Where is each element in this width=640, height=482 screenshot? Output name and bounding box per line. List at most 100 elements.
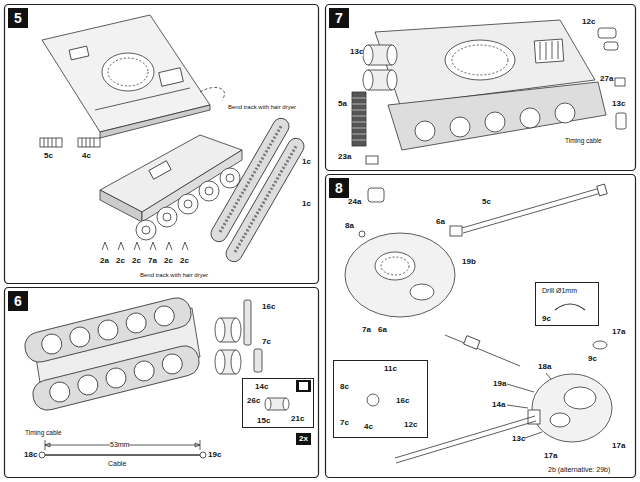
callout-number: 15c: [257, 417, 270, 425]
turret-assembly: [564, 387, 596, 409]
lower-hull: [220, 168, 240, 188]
hull-with-tracks: [30, 343, 202, 413]
callout-label: 13c: [612, 100, 625, 108]
fuel-drum: [265, 398, 271, 410]
callout-label: Bend track with hair dryer: [140, 272, 208, 278]
hull-with-tracks: [48, 380, 72, 404]
hull-assembly: [366, 156, 378, 164]
callout-label: 9c: [588, 355, 597, 363]
step-number: 6: [8, 291, 28, 311]
lower-hull: [100, 190, 142, 222]
step-label: 5: [14, 11, 22, 25]
hull-assembly: [388, 82, 606, 150]
turret-assembly: [445, 335, 520, 366]
callout-label: Cable: [108, 460, 126, 467]
turret-assembly: [368, 188, 384, 202]
cable-dimension: [200, 452, 206, 458]
hull-with-tracks: [160, 352, 184, 376]
callout-label: 2c: [180, 257, 189, 265]
hull-top-plate: [102, 53, 154, 91]
callout-number: 12c: [404, 421, 417, 429]
callout-label: 18a: [538, 363, 551, 371]
lower-hull: [157, 207, 177, 227]
turret-assembly: [345, 233, 455, 317]
callout-label: 4c: [82, 152, 91, 160]
hull-top-plate: [82, 138, 94, 147]
hull-top-plate: [40, 15, 225, 147]
lower-hull: [226, 174, 234, 182]
step-number: 7: [329, 8, 349, 28]
hull-top-plate: [95, 88, 190, 110]
turret-assembly: [464, 336, 480, 350]
callout-label: 53mm: [110, 441, 129, 448]
hull-assembly: [598, 28, 616, 38]
quantity-label: 2x: [299, 382, 308, 390]
turret-assembly: [550, 413, 570, 427]
hull-with-tracks: [30, 343, 202, 413]
callout-label: 6a: [436, 218, 445, 226]
turret-assembly: [367, 394, 379, 406]
fuel-drum: [231, 350, 241, 374]
callout-label: 2b (alternative: 29b): [548, 466, 610, 473]
lower-hull: [199, 181, 219, 201]
hull-assembly: [540, 41, 558, 60]
callout-label: 2c: [164, 257, 173, 265]
panel-frame: [326, 5, 636, 171]
hull-assembly: [352, 98, 366, 140]
callout-label: 7a: [362, 326, 371, 334]
fuel-drum: [215, 318, 225, 342]
callout-number: 7c: [340, 419, 349, 427]
callout-label: Timing cable: [25, 430, 62, 437]
hull-assembly: [615, 78, 625, 86]
callout-label: 19a: [493, 380, 506, 388]
callout-label: 17a: [544, 452, 557, 460]
turret-assembly: [555, 304, 585, 310]
hull-top-plate: [78, 138, 100, 147]
lower-hull: [163, 213, 171, 221]
hull-assembly: [452, 45, 508, 75]
hull-top-plate: [40, 138, 62, 147]
callout-label: 13c: [350, 48, 363, 56]
callout-number: 11c: [384, 365, 397, 373]
lower-hull: [136, 220, 156, 240]
turret-assembly: [450, 226, 462, 236]
hull-assembly: [520, 108, 540, 128]
panel-frame: [326, 175, 636, 478]
turret-assembly: [507, 373, 551, 438]
hull-assembly: [387, 70, 397, 90]
callout-number: 26c: [247, 397, 260, 405]
callout-label: 24a: [348, 198, 361, 206]
fuel-drum: [254, 349, 262, 372]
hull-top-plate: [108, 58, 148, 86]
step-label: 8: [335, 181, 343, 195]
callout-label: 13c: [512, 435, 525, 443]
hull-with-tracks: [40, 332, 64, 356]
track-link: [223, 135, 307, 264]
fuel-drum: [231, 318, 241, 342]
callout-label: 16c: [262, 303, 275, 311]
callout-label: 7a: [148, 257, 157, 265]
hull-assembly: [363, 45, 373, 65]
turret-assembly: [359, 231, 365, 237]
callout-label: 7c: [262, 338, 271, 346]
callout-label: Timing cable: [565, 138, 602, 145]
turret-assembly: [462, 188, 601, 233]
hull-assembly: [363, 70, 373, 90]
lower-hull: [149, 161, 171, 179]
hull-with-tracks: [96, 318, 120, 342]
hull-top-plate: [69, 46, 89, 60]
track-link: [234, 146, 296, 253]
lower-hull: [142, 226, 150, 234]
callout-label: 17a: [612, 442, 625, 450]
callout-label: 27a: [600, 75, 613, 83]
step-label: 7: [335, 11, 343, 25]
hull-assembly: [534, 39, 563, 63]
callout-label: 19c: [208, 451, 221, 459]
hull-assembly: [352, 20, 626, 164]
hull-assembly: [445, 40, 515, 80]
hull-with-tracks: [68, 325, 92, 349]
hull-assembly: [352, 92, 366, 146]
hull-with-tracks: [124, 311, 148, 335]
hull-assembly: [450, 117, 470, 137]
